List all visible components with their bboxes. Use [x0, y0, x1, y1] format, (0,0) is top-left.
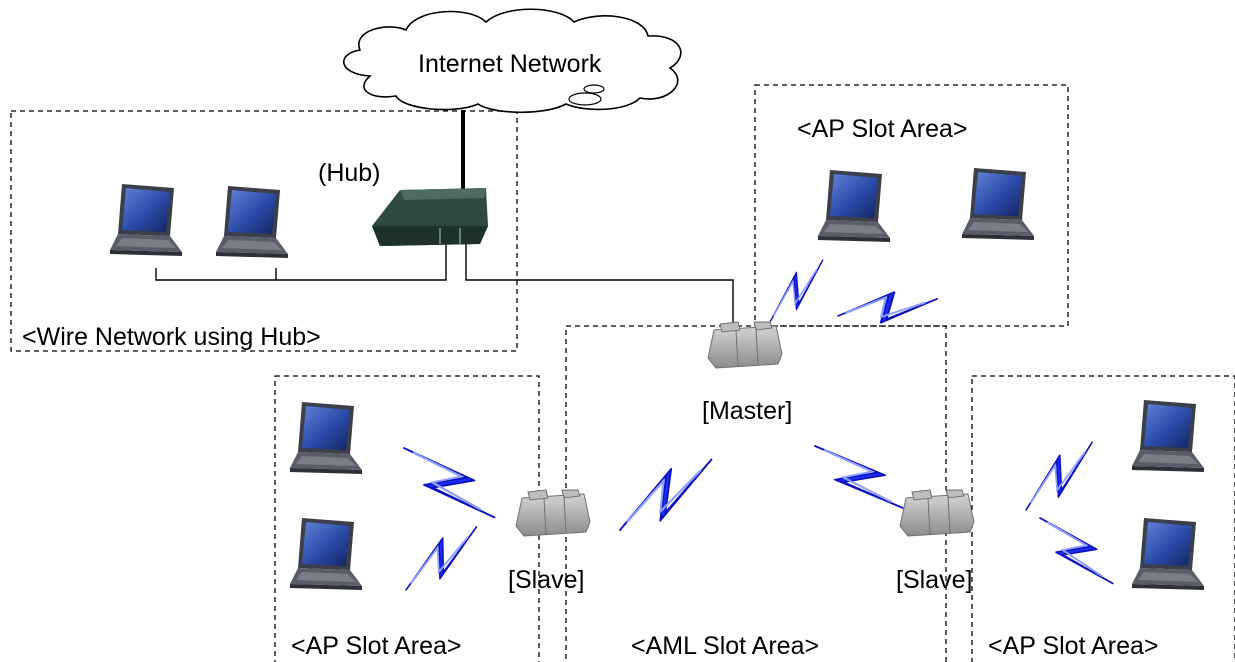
wireless-link-icon-left-2 [404, 521, 478, 596]
ap-slot-right-label: <AP Slot Area> [988, 632, 1159, 660]
wireless-link-icon-master-right [813, 437, 907, 518]
wireless-link-icon-left-1 [402, 439, 496, 526]
slave-left-label: [Slave] [508, 566, 584, 594]
ap-slot-left-label: <AP Slot Area> [291, 632, 462, 660]
master-label: [Master] [702, 397, 792, 425]
wireless-link-icon-top-1 [769, 259, 824, 323]
wireless-link-icon-right-1 [1024, 438, 1094, 514]
wireless-link-icon-master-left [618, 442, 713, 547]
aml-slot-label: <AML Slot Area> [631, 632, 819, 660]
wireless-link-icon-right-2 [1038, 512, 1114, 590]
slave-right-access-point-icon [899, 489, 975, 537]
laptop-icon-top-2 [962, 168, 1034, 240]
laptop-icon-top-1 [818, 170, 890, 242]
wire-network-label: <Wire Network using Hub> [22, 323, 321, 351]
wire-hub-to-master [465, 240, 734, 328]
zone-ap-slot-right [971, 375, 1235, 662]
internet-network-label: Internet Network [418, 50, 602, 78]
hub-icon [372, 188, 488, 246]
slave-right-label: [Slave] [896, 566, 972, 594]
zone-ap-slot-top [754, 84, 1069, 327]
laptop-icon-right-1 [1132, 400, 1204, 472]
slave-left-access-point-icon [515, 489, 591, 537]
master-access-point-icon [707, 321, 783, 369]
laptop-icon-right-2 [1132, 518, 1204, 590]
wire-laptops-to-hub [155, 240, 447, 281]
ap-slot-top-label: <AP Slot Area> [797, 115, 968, 143]
laptop-icon-left-2 [290, 518, 362, 590]
laptop-icon-wired-2 [216, 186, 288, 258]
hub-label: (Hub) [318, 159, 381, 187]
zone-aml-slot [565, 325, 947, 662]
laptop-icon-left-1 [290, 402, 362, 474]
internet-cloud-icon [342, 8, 682, 114]
zone-wire-network [10, 110, 518, 352]
wireless-link-icon-top-2 [836, 263, 939, 352]
laptop-icon-wired-1 [110, 184, 182, 256]
